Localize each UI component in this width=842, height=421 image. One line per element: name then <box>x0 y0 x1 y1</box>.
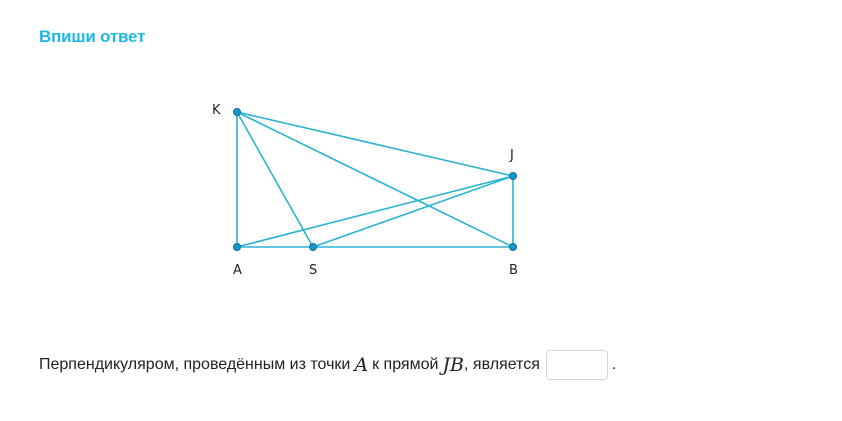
point-a <box>233 243 241 251</box>
label-b: B <box>509 263 518 278</box>
question-text: Перпендикуляром, проведённым из точки A … <box>39 350 616 380</box>
task-heading: Впиши ответ <box>39 27 146 46</box>
segment-kj <box>236 111 514 177</box>
label-k: K <box>212 103 221 118</box>
question-end: . <box>611 356 617 373</box>
label-s: S <box>309 263 317 278</box>
label-j: J <box>509 148 514 163</box>
segment-kb <box>236 111 514 248</box>
point-b <box>509 243 517 251</box>
question-part-after: , является <box>464 356 540 373</box>
answer-input[interactable] <box>545 350 608 380</box>
segment-sj <box>312 175 514 248</box>
math-line-jb: JB <box>442 354 465 376</box>
label-a: A <box>233 263 242 278</box>
point-s <box>309 243 317 251</box>
point-k <box>233 108 241 116</box>
segment-ks <box>236 111 314 248</box>
math-point-a: A <box>354 354 369 376</box>
question-part-before: Перпендикуляром, проведённым из точки <box>39 356 351 373</box>
point-j <box>509 172 517 180</box>
question-part-middle: к прямой <box>372 356 439 373</box>
segment-aj <box>236 175 514 248</box>
